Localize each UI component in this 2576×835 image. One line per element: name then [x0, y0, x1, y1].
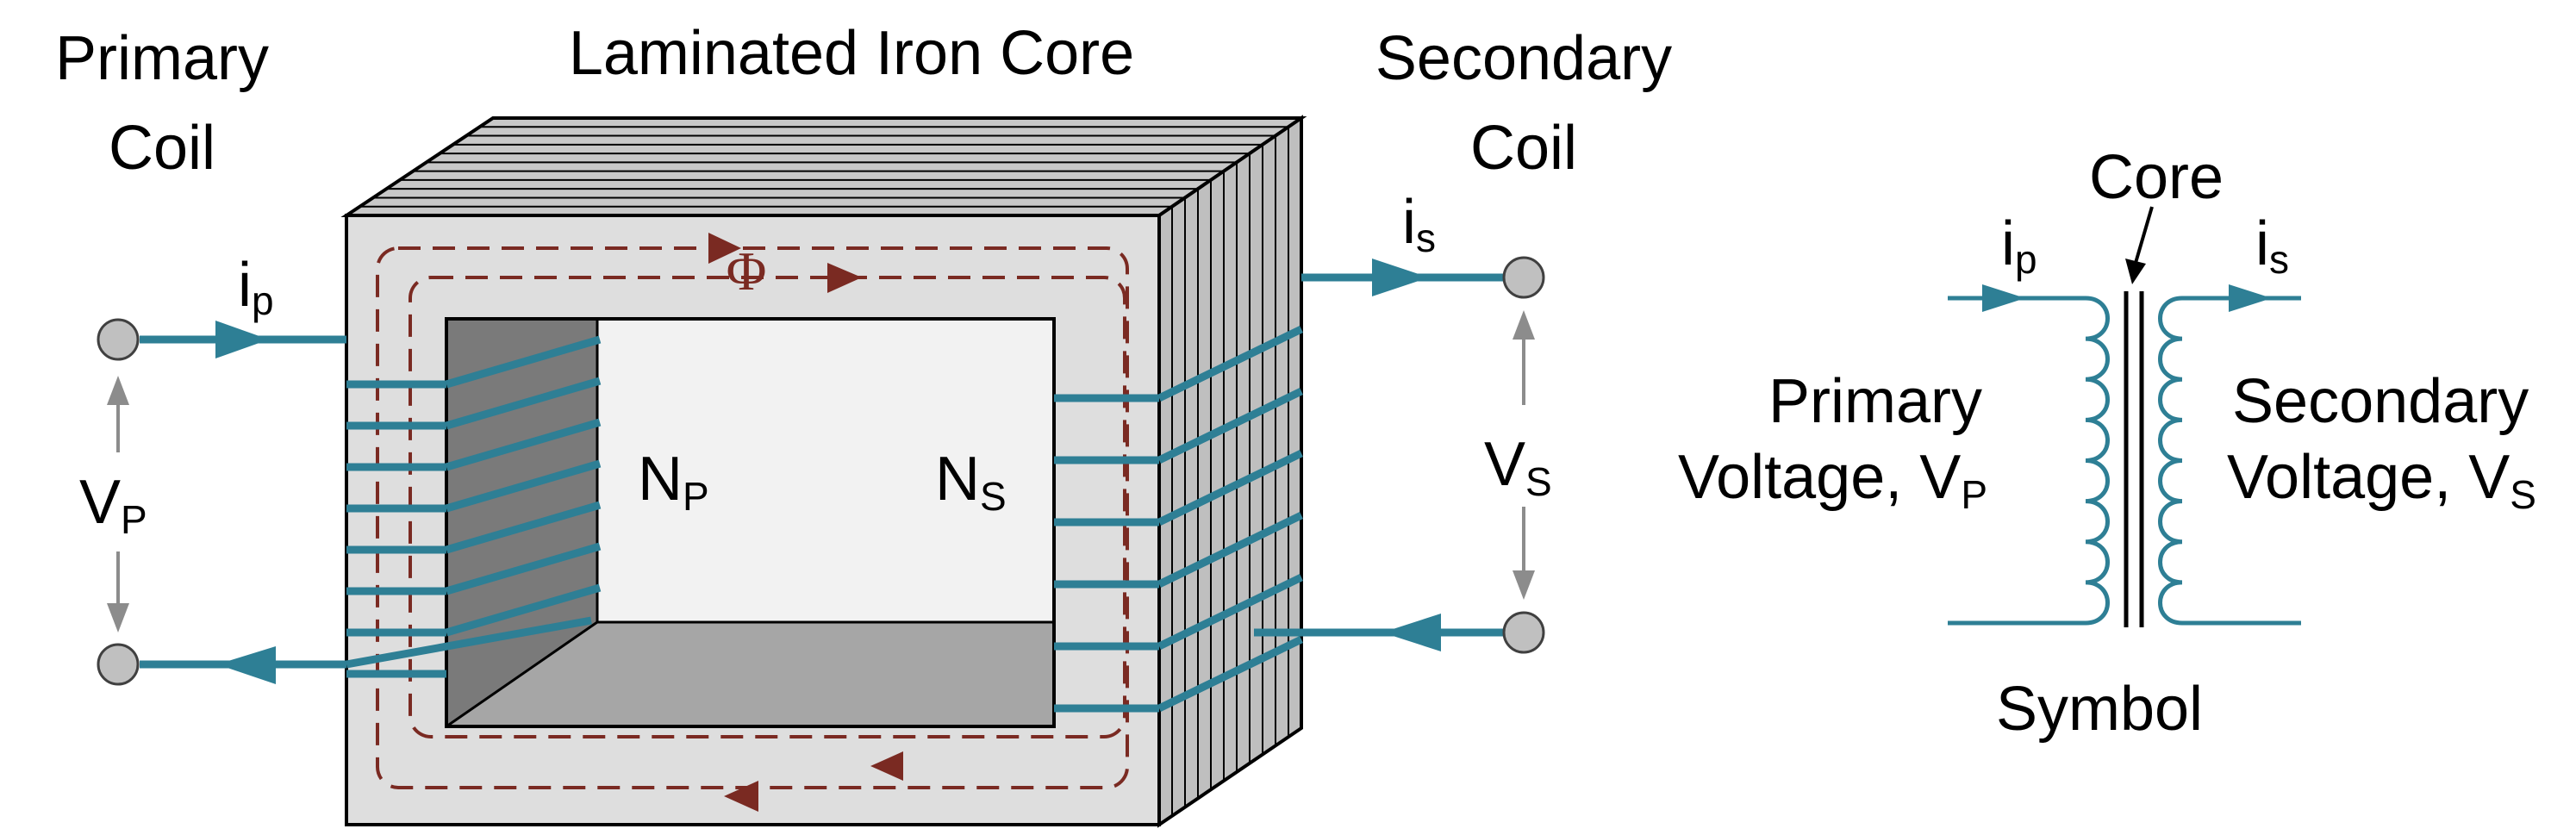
secondary-leads	[1254, 259, 1524, 651]
secondary-winding-diagonal	[1157, 387, 1303, 464]
primary-winding-diagonal	[445, 377, 602, 430]
secondary-terminal-top	[1502, 256, 1545, 299]
primary-leads	[140, 321, 592, 684]
secondary-winding-diagonal	[1157, 325, 1303, 402]
symbol-secondary-current-arrow	[2229, 284, 2272, 312]
primary-winding-diagonal	[445, 459, 602, 513]
core-top-face	[340, 116, 1307, 217]
laminated-iron-core	[340, 115, 1307, 828]
symbol-primary-label-line1: Primary	[1768, 367, 1982, 436]
secondary-voltage-arrows	[1513, 310, 1535, 600]
secondary-winding-diagonal	[1157, 573, 1303, 651]
primary-coil-label-line2: Coil	[109, 114, 215, 183]
primary-voltage-arrows	[107, 376, 129, 632]
secondary-return-arrow	[1382, 614, 1441, 651]
secondary-coil-label-line2: Coil	[1470, 114, 1577, 183]
symbol-secondary-label-line2: Voltage, VS	[2227, 443, 2536, 517]
secondary-voltage-label: VS	[1484, 430, 1552, 504]
symbol-caption: Symbol	[1996, 675, 2203, 744]
symbol-core-pointer	[2134, 206, 2154, 264]
secondary-coil-windings	[1054, 325, 1303, 713]
symbol-secondary-current-label: is	[2255, 209, 2289, 282]
primary-coil-windings	[346, 335, 602, 678]
symbol-core-label: Core	[2089, 143, 2224, 212]
secondary-turns-label: NS	[935, 445, 1007, 519]
secondary-terminal-bottom	[1502, 611, 1545, 654]
primary-winding-diagonal	[445, 583, 602, 637]
core-title: Laminated Iron Core	[569, 19, 1134, 88]
flux-symbol: Φ	[727, 240, 767, 302]
symbol-primary-current-label: ip	[2001, 209, 2037, 282]
primary-current-label: ip	[238, 251, 274, 323]
symbol-primary-winding	[2085, 296, 2110, 626]
primary-turns-label: NP	[638, 445, 709, 519]
symbol-secondary-label-line1: Secondary	[2232, 367, 2529, 436]
primary-return-arrow	[217, 646, 276, 684]
core-window-back	[597, 319, 1054, 622]
flux-arrow-top-2	[827, 263, 862, 293]
primary-voltage-label: VP	[79, 468, 147, 542]
secondary-winding-diagonal	[1157, 511, 1303, 589]
symbol-primary-current-arrow	[1982, 284, 2025, 312]
flux-arrow-top-1	[708, 233, 741, 264]
primary-current-arrow	[215, 321, 269, 358]
primary-terminal-top	[97, 318, 140, 361]
secondary-winding-diagonal	[1157, 449, 1303, 527]
core-window-bottom-wall	[446, 622, 1054, 726]
transformer-symbol	[1948, 206, 2301, 627]
primary-terminal-bottom	[97, 643, 140, 686]
symbol-primary-label-line2: Voltage, VP	[1678, 443, 1987, 517]
core-side-face	[1157, 115, 1303, 828]
primary-winding-diagonal	[445, 542, 602, 595]
flux-arrow-bottom-2	[724, 781, 758, 812]
secondary-current-arrow	[1372, 259, 1429, 296]
primary-winding-diagonal	[445, 418, 602, 471]
primary-winding-diagonal	[445, 335, 602, 389]
primary-winding-diagonal	[445, 501, 602, 554]
flux-arrow-bottom-1	[870, 751, 903, 781]
secondary-coil-label-line1: Secondary	[1375, 24, 1672, 93]
secondary-current-label: is	[1402, 188, 1436, 260]
symbol-secondary-winding	[2158, 296, 2183, 626]
primary-coil-label-line1: Primary	[55, 24, 269, 93]
secondary-winding-diagonal	[1157, 635, 1303, 713]
